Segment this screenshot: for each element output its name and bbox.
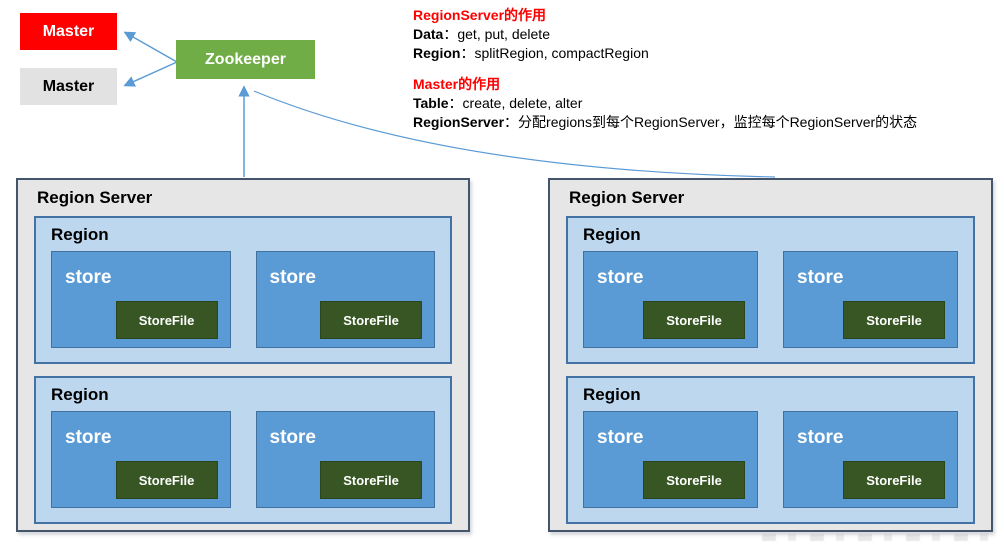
zookeeper-to-master1-arrow	[123, 31, 178, 63]
store-label: store	[597, 427, 644, 448]
storefile-box: StoreFile	[115, 301, 218, 339]
stores-row: store StoreFile store StoreFile	[568, 251, 973, 348]
region-box-1-1: Region store StoreFile store StoreFile	[34, 216, 452, 364]
storefile-box: StoreFile	[320, 461, 422, 499]
store-label: store	[65, 267, 112, 288]
store-box: store StoreFile	[783, 411, 958, 508]
master-role-title: Master的作用	[413, 76, 501, 92]
regionserver-role-note: RegionServer的作用 Data：get, put, delete Re…	[413, 6, 917, 63]
storefile-box: StoreFile	[115, 461, 218, 499]
regionserver-role-line-region: Region：splitRegion, compactRegion	[413, 44, 917, 63]
storefile-box: StoreFile	[643, 461, 745, 499]
store-label: store	[597, 267, 644, 288]
store-label: store	[65, 427, 112, 448]
store-box: store StoreFile	[583, 251, 758, 348]
zookeeper-node: Zookeeper	[176, 40, 315, 79]
watermark	[762, 534, 1000, 541]
regionserver-role-title: RegionServer的作用	[413, 7, 547, 23]
store-label: store	[797, 427, 844, 448]
note-detail: ：splitRegion, compactRegion	[460, 45, 649, 61]
note-detail: ：get, put, delete	[443, 26, 550, 42]
note-term: RegionServer	[413, 114, 505, 130]
zookeeper-to-master2-arrow	[123, 61, 178, 87]
master-role-note: Master的作用 Table：create, delete, alter Re…	[413, 75, 917, 132]
region-title: Region	[583, 225, 641, 244]
store-label: store	[797, 267, 844, 288]
region-server-box-2: Region Server Region store StoreFile sto…	[548, 178, 993, 532]
annotation-panel: RegionServer的作用 Data：get, put, delete Re…	[413, 6, 917, 132]
storefile-box: StoreFile	[320, 301, 422, 339]
master-node-backup-label: Master	[42, 77, 95, 95]
store-box: store StoreFile	[583, 411, 758, 508]
region-title: Region	[51, 385, 109, 404]
store-box: store StoreFile	[51, 251, 231, 348]
storefile-box: StoreFile	[643, 301, 745, 339]
store-label: store	[269, 267, 316, 288]
note-term: Data	[413, 26, 444, 42]
storefile-box: StoreFile	[843, 461, 945, 499]
region-server-1-title: Region Server	[37, 188, 153, 207]
store-box: store StoreFile	[255, 251, 435, 348]
region-server-2-title: Region Server	[569, 188, 685, 207]
note-detail: ：分配regions到每个RegionServer，监控每个RegionServ…	[504, 114, 918, 130]
region-box-2-1: Region store StoreFile store StoreFile	[566, 216, 975, 364]
master-role-line-regionserver: RegionServer：分配regions到每个RegionServer，监控…	[413, 113, 917, 132]
store-label: store	[269, 427, 316, 448]
note-detail: ：create, delete, alter	[448, 95, 583, 111]
note-term: Table	[413, 95, 449, 111]
store-box: store StoreFile	[783, 251, 958, 348]
region-server-box-1: Region Server Region store StoreFile sto…	[16, 178, 470, 532]
region-box-1-2: Region store StoreFile store StoreFile	[34, 376, 452, 524]
zookeeper-node-label: Zookeeper	[205, 50, 286, 68]
regionserver-role-line-data: Data：get, put, delete	[413, 25, 917, 44]
stores-row: store StoreFile store StoreFile	[568, 411, 973, 508]
stores-row: store StoreFile store StoreFile	[36, 251, 450, 348]
stores-row: store StoreFile store StoreFile	[36, 411, 450, 508]
master-node-backup: Master	[20, 68, 117, 105]
master-node-active: Master	[20, 13, 117, 50]
master-role-line-table: Table：create, delete, alter	[413, 94, 917, 113]
region-title: Region	[51, 225, 109, 244]
storefile-box: StoreFile	[843, 301, 945, 339]
region-box-2-2: Region store StoreFile store StoreFile	[566, 376, 975, 524]
store-box: store StoreFile	[255, 411, 435, 508]
note-term: Region	[413, 45, 461, 61]
region-title: Region	[583, 385, 641, 404]
store-box: store StoreFile	[51, 411, 231, 508]
master-node-active-label: Master	[42, 22, 95, 40]
